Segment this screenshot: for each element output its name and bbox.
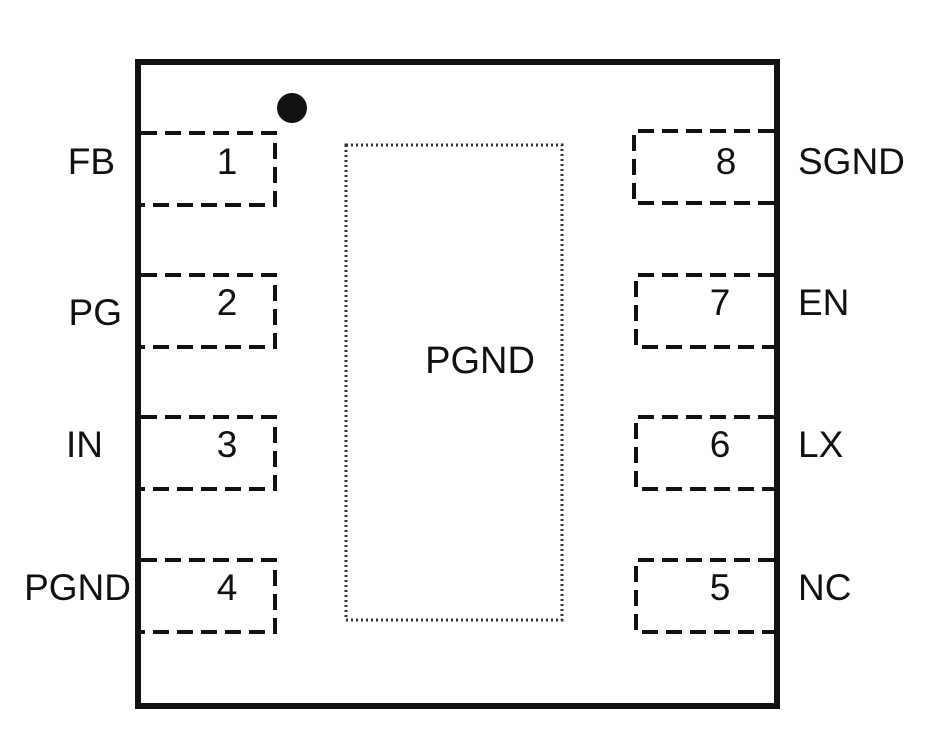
pin-7-number: 7 bbox=[710, 282, 731, 323]
pin-1-pad bbox=[141, 131, 277, 207]
pin-7: 7 EN bbox=[634, 273, 849, 349]
package-body bbox=[135, 59, 780, 709]
pin-1: 1 FB bbox=[68, 131, 277, 207]
pin-8-name: SGND bbox=[798, 141, 905, 182]
pin-3-number: 3 bbox=[217, 424, 238, 465]
pin-2-number: 2 bbox=[217, 282, 238, 323]
pin-4-name: PGND bbox=[24, 567, 131, 608]
pin-7-pad bbox=[634, 273, 774, 349]
pin-5: 5 NC bbox=[634, 558, 851, 634]
pin-5-name: NC bbox=[798, 567, 851, 608]
pin-7-name: EN bbox=[798, 282, 849, 323]
pin-1-number: 1 bbox=[217, 141, 238, 182]
pin-3-name: IN bbox=[66, 424, 103, 465]
pin-6-pad bbox=[634, 415, 774, 491]
pin-8: 8 SGND bbox=[632, 129, 905, 205]
pin-3: 3 IN bbox=[66, 415, 277, 491]
pin-1-name: FB bbox=[68, 141, 115, 182]
pin-2-pad bbox=[141, 273, 277, 349]
pin-5-number: 5 bbox=[710, 567, 731, 608]
pin-3-pad bbox=[141, 415, 277, 491]
pin-6-name: LX bbox=[798, 424, 843, 465]
pin-2-name: PG bbox=[69, 292, 122, 333]
exposed-pad-label: PGND bbox=[425, 340, 535, 382]
pin1-indicator-dot bbox=[277, 93, 307, 123]
pin-4-number: 4 bbox=[217, 567, 238, 608]
pin-8-number: 8 bbox=[716, 141, 737, 182]
pin-2: 2 PG bbox=[69, 273, 277, 349]
pin-6: 6 LX bbox=[634, 415, 843, 491]
pin-5-pad bbox=[634, 558, 774, 634]
pin-6-number: 6 bbox=[710, 424, 731, 465]
pin-8-pad bbox=[632, 129, 774, 205]
pin-4-pad bbox=[141, 558, 277, 634]
pin-4: 4 PGND bbox=[24, 558, 277, 634]
